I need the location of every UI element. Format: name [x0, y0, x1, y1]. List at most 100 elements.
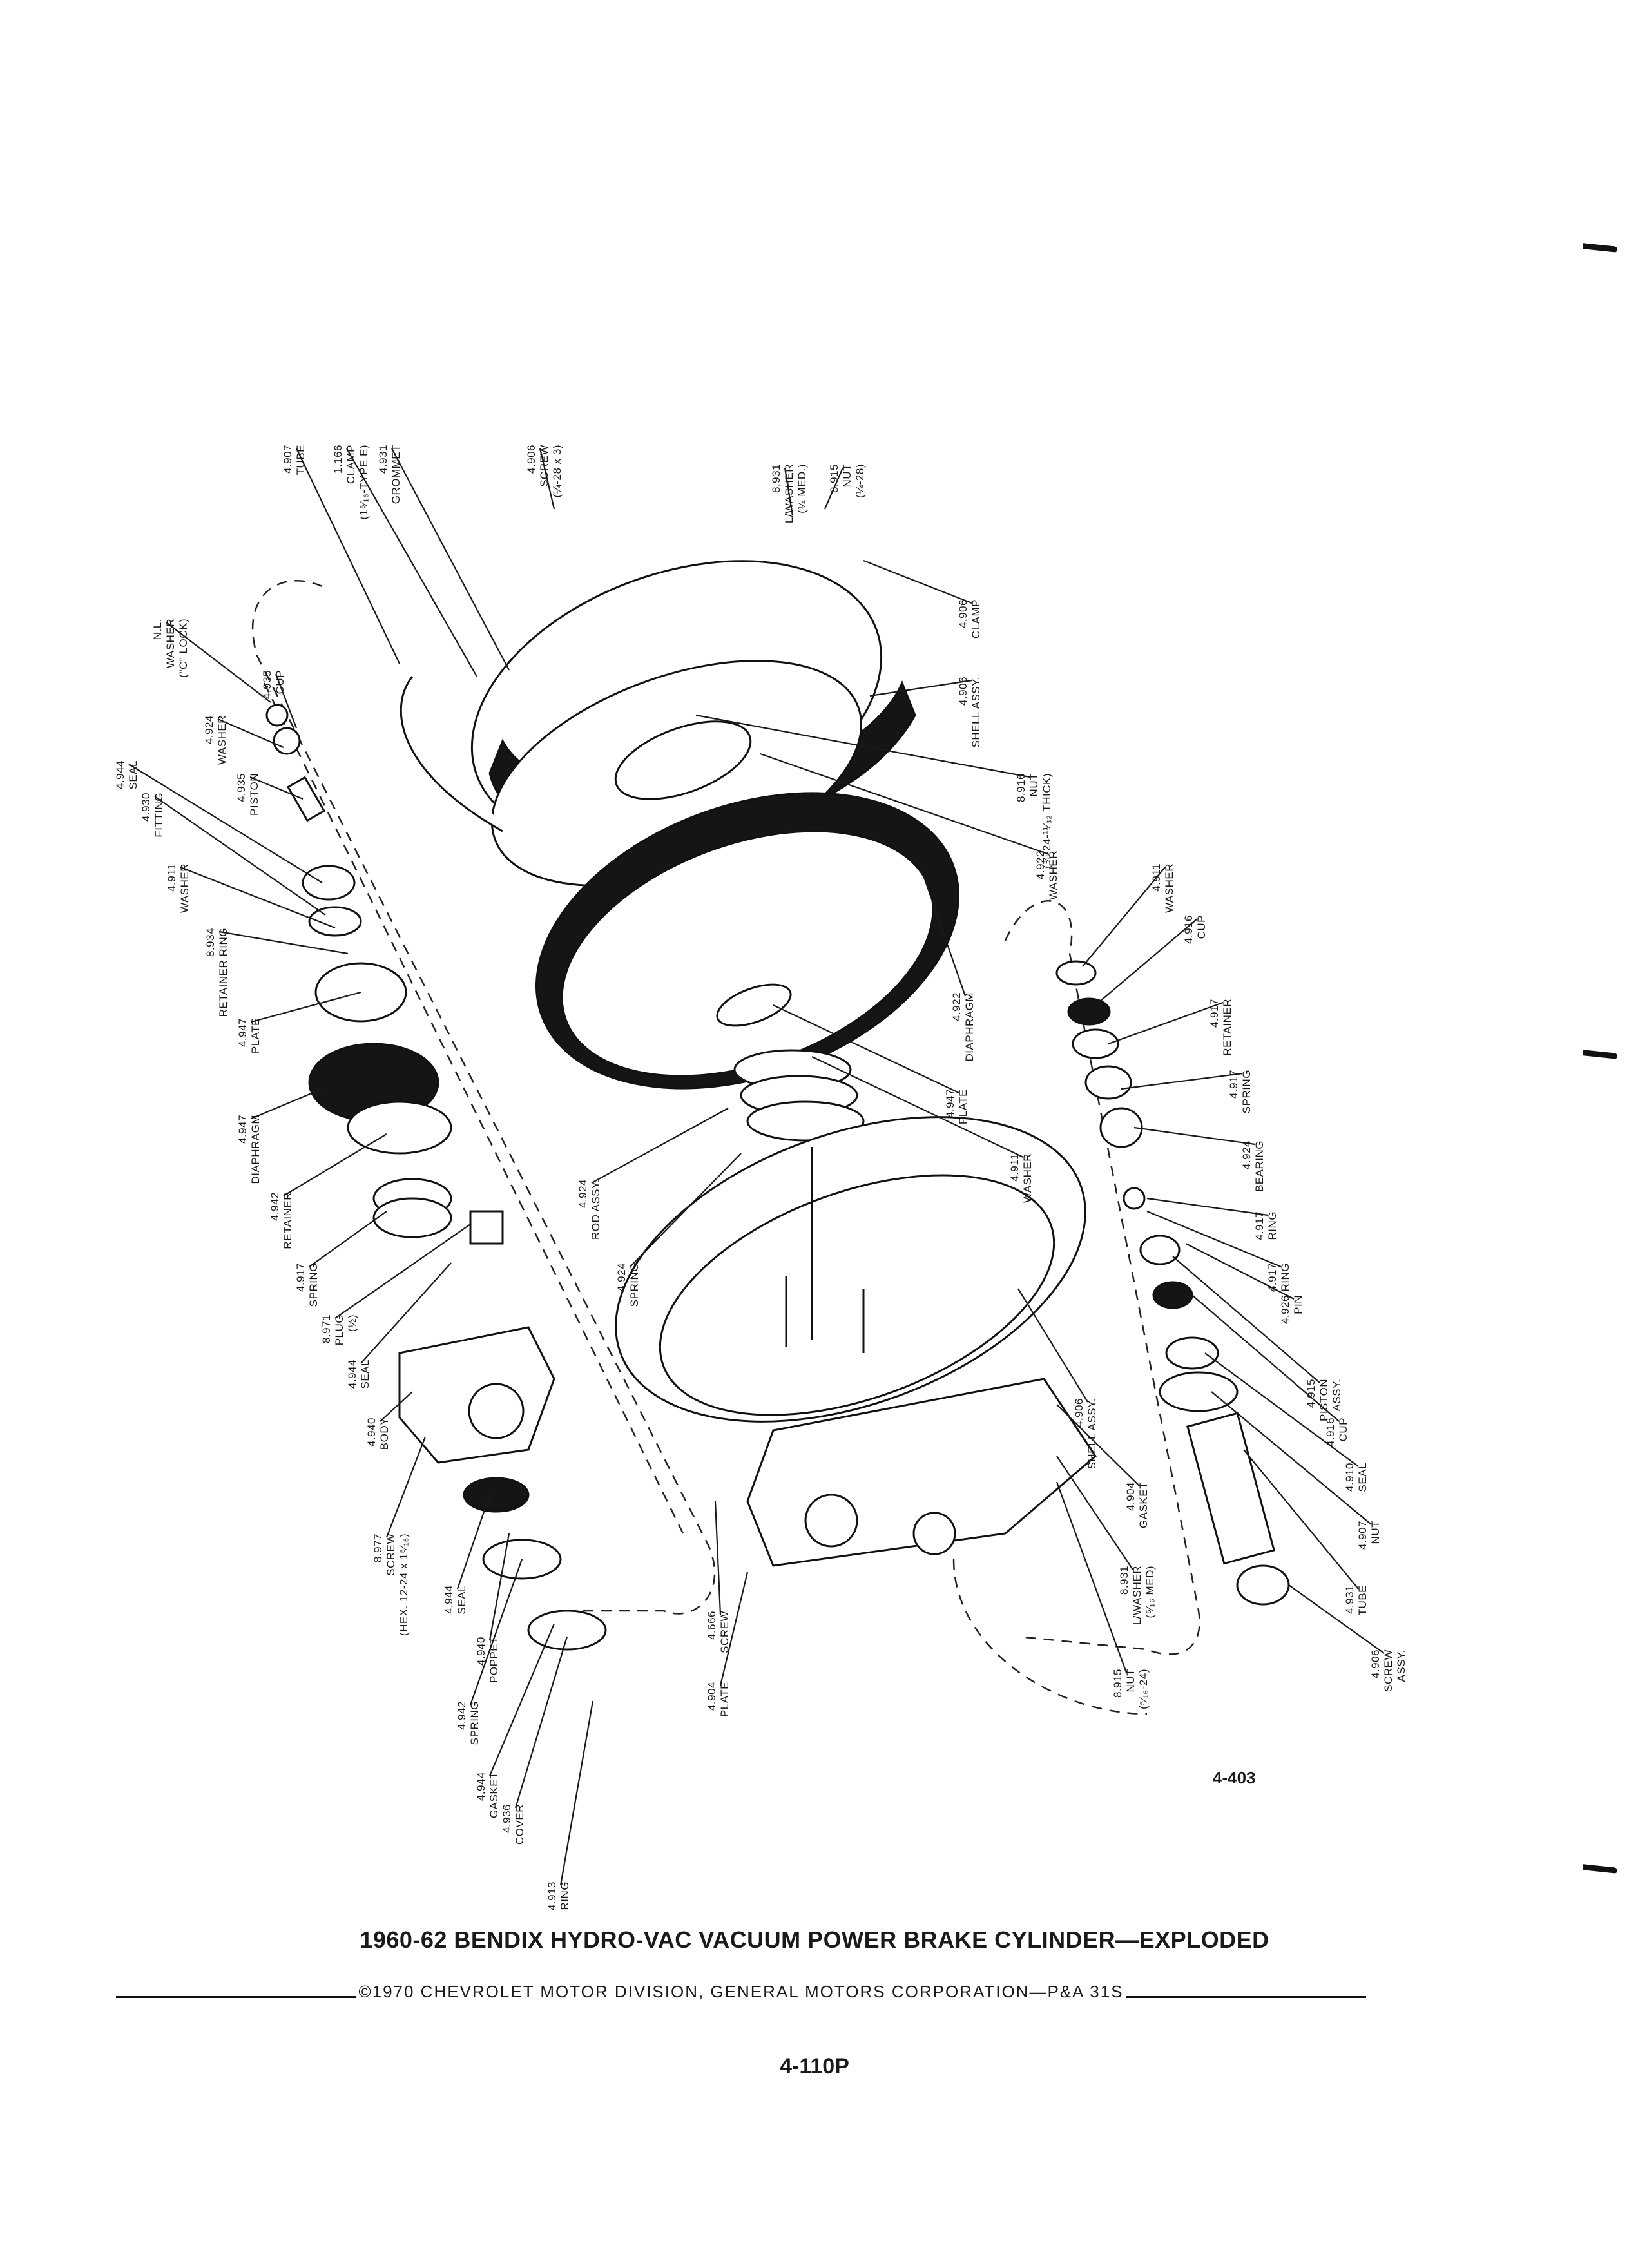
- leader-line-cup-4935: [275, 673, 298, 729]
- part-label-spring-4917-right: 4.917SPRING: [1228, 1070, 1253, 1113]
- part-label-line: WASHER: [178, 863, 191, 913]
- leader-line-piston-4935: [249, 776, 304, 800]
- part-label-line: 4.906: [525, 445, 537, 474]
- part-label-line: (HEX. 12-24 x 1⁵⁄₁₆): [398, 1533, 410, 1636]
- leader-line-nut-8916: [695, 714, 1030, 778]
- copyright-rule-right: [1126, 1986, 1366, 1998]
- part-label-line: DIAPHRAGM: [963, 992, 976, 1061]
- leader-line-gasket-4904: [1056, 1404, 1140, 1486]
- part-label-cup-4935: 4.935CUP: [261, 670, 286, 699]
- part-label-line: 4.930: [140, 793, 152, 822]
- part-label-line: PISTON: [248, 773, 260, 816]
- part-label-line: PISTON: [1318, 1379, 1330, 1421]
- leader-line-washer-4911-right: [1082, 867, 1166, 967]
- part-label-line: ("C" LOCK): [177, 619, 189, 678]
- part-label-line: 4.944: [475, 1772, 487, 1801]
- leader-line-shell-4906-top: [869, 679, 972, 697]
- leader-line-nut-8915-top: [824, 467, 844, 510]
- part-label-seal-4944-low: 4.944SEAL: [443, 1585, 468, 1614]
- part-label-line: 4.924: [615, 1263, 628, 1292]
- part-label-clamp-4906: 4.906CLAMP: [957, 599, 982, 639]
- part-label-line: 4.911: [166, 863, 178, 892]
- leader-line-fitting-4930: [154, 796, 326, 916]
- part-label-line: WASHER: [1163, 863, 1175, 913]
- part-label-line: NUT: [1028, 773, 1040, 796]
- part-label-plate-4947-mid: 4.947PLATE: [944, 1089, 969, 1124]
- part-label-clamp-1166: 1.166CLAMP(1⁵⁄₁₆-TYPE E): [332, 445, 370, 519]
- part-label-line: ROD ASSY.: [590, 1179, 602, 1240]
- diaphragm-assembly: [535, 792, 959, 1090]
- part-label-line: N.L.: [151, 619, 164, 640]
- part-label-line: SEAL: [456, 1585, 468, 1614]
- part-label-nut-8915-low: 8.915NUT(⁵⁄₁₆-24): [1112, 1669, 1150, 1709]
- part-label-lwasher-8931-low: 8.931L/WASHER(⁵⁄₁₆ MED): [1118, 1566, 1156, 1625]
- part-label-line: (¼-28 x 3): [551, 445, 563, 497]
- part-label-retainer-4917: 4.917RETAINER: [1208, 999, 1233, 1056]
- leader-lines: [128, 448, 1385, 1886]
- part-label-line: PLATE: [249, 1018, 262, 1053]
- part-label-line: (1⁵⁄₁₆-TYPE E): [358, 445, 370, 519]
- part-label-seal-4944-top: 4.944SEAL: [114, 760, 139, 789]
- part-label-line: 8.971: [320, 1314, 333, 1343]
- part-label-line: 8.931: [1118, 1566, 1130, 1595]
- leader-line-plug-8971: [334, 1224, 471, 1319]
- part-label-ring-4917-b: 4.917RING: [1266, 1263, 1291, 1292]
- leader-line-seal-4910: [1204, 1352, 1359, 1467]
- part-label-line: 4.917: [1253, 1211, 1266, 1240]
- part-label-line: NUT: [1369, 1521, 1382, 1544]
- leader-line-spring-4917-right: [1121, 1072, 1243, 1090]
- part-label-line: SPRING: [468, 1701, 481, 1745]
- part-label-line: 4.922: [1034, 850, 1046, 879]
- leader-line-cover-4936: [514, 1636, 568, 1809]
- leader-line-plate-4947-mid: [773, 1004, 959, 1093]
- leader-line-spring-4942: [469, 1559, 523, 1706]
- part-label-retainer-ring-8934: 8.934RETAINER RING: [204, 928, 229, 1017]
- part-label-line: RETAINER RING: [217, 928, 229, 1017]
- part-label-gasket-4904: 4.904GASKET: [1124, 1482, 1150, 1528]
- part-label-line: FITTING: [153, 793, 165, 838]
- part-label-line: RETAINER: [282, 1192, 294, 1249]
- part-label-line: POPPET: [488, 1637, 500, 1683]
- part-label-nut-8915-top: 8.915NUT(¼-28): [828, 464, 866, 498]
- part-label-line: 4.935: [261, 670, 273, 699]
- leader-line-seal-4944-low: [456, 1494, 491, 1590]
- leader-line-body-4940: [380, 1391, 413, 1422]
- part-label-line: 4.666: [706, 1611, 718, 1640]
- part-label-screw-4906-right: 4.906SCREWASSY.: [1369, 1649, 1407, 1692]
- part-label-line: 4.947: [236, 1115, 249, 1144]
- leader-line-washer-4911-left: [180, 866, 336, 929]
- part-label-line: 4.942: [456, 1701, 468, 1730]
- part-label-line: COVER: [514, 1804, 526, 1845]
- part-label-line: 4.916: [1324, 1418, 1336, 1446]
- part-label-line: 4.917: [294, 1263, 307, 1292]
- part-label-line: SCREW: [385, 1533, 397, 1576]
- dashed-boundary-left: [251, 580, 716, 1615]
- page-number: 4-110P: [780, 2054, 849, 2079]
- part-label-tube-4907: 4.907TUBE: [282, 445, 307, 475]
- leader-line-shell-4906-low: [1017, 1288, 1088, 1403]
- part-label-line: 4.944: [443, 1585, 455, 1614]
- rod-spring: [733, 1049, 865, 1142]
- leader-line-screw-8977: [385, 1436, 427, 1538]
- part-label-line: 4.931: [377, 445, 389, 474]
- part-label-line: CUP: [274, 670, 286, 694]
- part-label-line: 4.906: [1073, 1398, 1085, 1427]
- part-label-line: 4.944: [114, 760, 126, 789]
- part-label-spring-4942: 4.942SPRING: [456, 1701, 481, 1745]
- part-label-line: SHELL ASSY.: [1086, 1398, 1098, 1469]
- hydraulic-stack: [1055, 960, 1290, 1606]
- part-label-line: 4.910: [1344, 1463, 1356, 1492]
- leader-line-screw-4666: [714, 1501, 722, 1615]
- part-label-line: 4.931: [1344, 1585, 1356, 1614]
- leader-line-cup-4916-low: [1191, 1294, 1340, 1422]
- part-label-washer-4911-mid: 4.911WASHER: [1008, 1153, 1034, 1203]
- part-label-line: 8.915: [1112, 1669, 1124, 1698]
- part-label-gasket-4944: 4.944GASKET: [475, 1772, 500, 1818]
- part-label-line: 4.907: [1356, 1521, 1369, 1550]
- part-label-line: 4.944: [346, 1360, 358, 1389]
- part-label-line: CLAMP: [345, 445, 357, 484]
- copyright-text: ©1970 CHEVROLET MOTOR DIVISION, GENERAL …: [358, 1982, 1124, 2001]
- leader-line-nl-washer: [166, 622, 271, 703]
- part-label-line: BEARING: [1253, 1140, 1266, 1192]
